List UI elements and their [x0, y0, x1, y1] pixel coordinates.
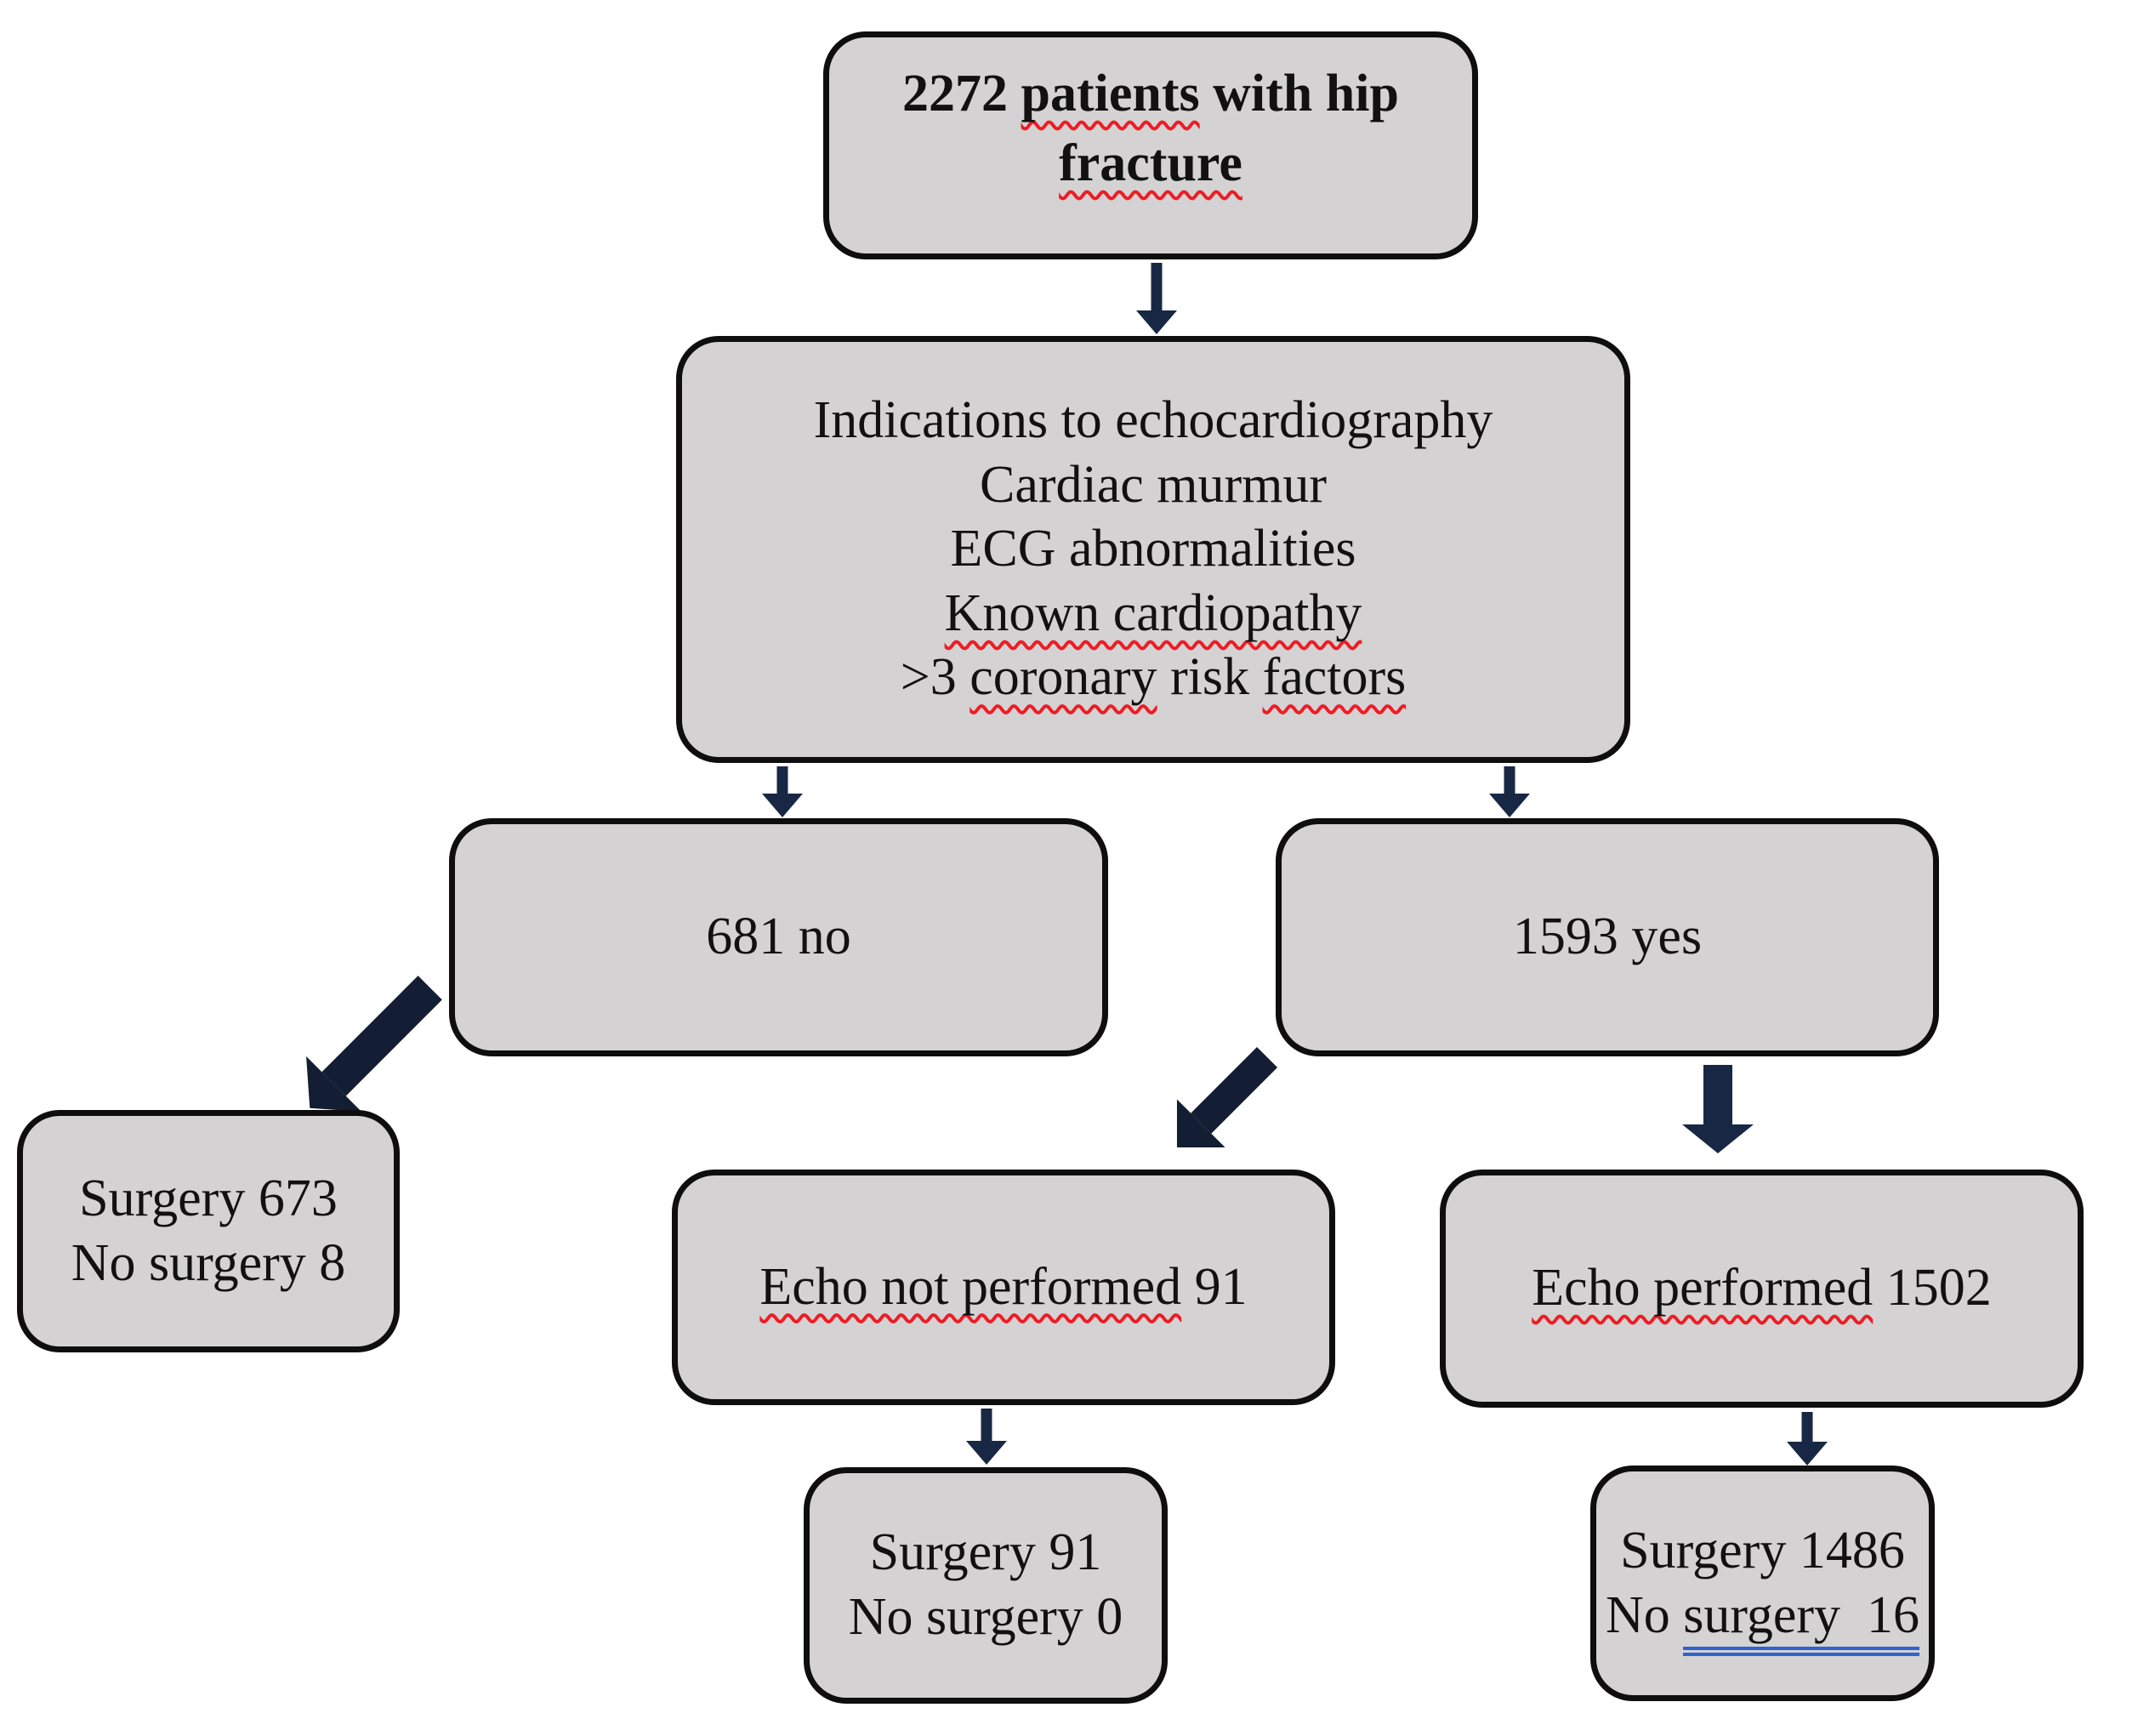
arrow-head — [1682, 1124, 1754, 1153]
yes-branch-box: 1593 yes — [1276, 818, 1939, 1056]
arrow-yes-to-echo-not-performed-icon — [1152, 1033, 1292, 1172]
patients-word: patients — [1021, 65, 1200, 122]
arrow-head — [966, 1441, 1007, 1465]
arrow-shaft — [1504, 766, 1515, 795]
arrow-head — [1787, 1442, 1828, 1466]
arrow-shaft — [981, 1409, 992, 1443]
indications-box: Indications to echocardiography Cardiac … — [676, 336, 1630, 763]
indications-line-5: >3 coronary risk factors — [901, 646, 1407, 710]
arrow-head — [1136, 310, 1177, 334]
arrow-shaft — [321, 976, 442, 1096]
arrow-echo-performed-to-surgery-icon — [1787, 1412, 1828, 1466]
echo-performed-line: Echo performed 1502 — [1532, 1256, 1992, 1321]
arrow-head — [762, 794, 803, 817]
coronary-word: coronary — [969, 648, 1157, 707]
arrow-shaft — [1703, 1065, 1732, 1124]
arrow-indications-to-yes-icon — [1489, 766, 1530, 817]
risk-prefix: >3 — [900, 648, 970, 707]
no-surgery-16-line: No surgery 16 — [1605, 1584, 1920, 1656]
echo-performed-box: Echo performed 1502 — [1440, 1170, 2084, 1408]
indications-line-3: ECG abnormalities — [950, 520, 1356, 578]
arrow-shaft — [1191, 1046, 1278, 1134]
patients-rest: with hip — [1199, 65, 1399, 122]
yes-branch-label: 1593 yes — [1512, 908, 1703, 966]
risk-word: risk — [1157, 648, 1263, 707]
arrow-shaft — [1151, 263, 1163, 310]
no-branch-box: 681 no — [449, 818, 1108, 1056]
echo-performed-count: 1502 — [1873, 1259, 1992, 1318]
surgery-1486-line: Surgery 1486 — [1620, 1521, 1905, 1579]
echo-performed-outcome-box: Surgery 1486 No surgery 16 — [1590, 1466, 1935, 1701]
no-branch-outcome-box: Surgery 673 No surgery 8 — [17, 1110, 400, 1352]
indications-line-4: Known cardiopathy — [944, 583, 1362, 642]
surgery-673-line: Surgery 673 — [79, 1169, 338, 1227]
patients-line-2: fracture — [1059, 129, 1242, 199]
surgery-91-line: Surgery 91 — [869, 1523, 1102, 1582]
arrow-patients-to-indications-icon — [1136, 263, 1177, 334]
no-word: No — [1605, 1585, 1684, 1644]
echo-not-performed-text: Echo not performed — [759, 1257, 1182, 1316]
arrow-shaft — [1801, 1412, 1813, 1443]
patients-box: 2272 patients with hip fracture — [823, 31, 1478, 259]
no-branch-label: 681 no — [706, 908, 851, 966]
factors-word: factors — [1262, 648, 1407, 707]
surgery-16-underlined: surgery 16 — [1683, 1585, 1920, 1656]
echo-not-performed-box: Echo not performed 91 — [672, 1170, 1335, 1405]
echo-not-performed-count: 91 — [1181, 1257, 1248, 1316]
patients-count: 2272 — [902, 65, 1021, 122]
arrow-head — [1489, 794, 1530, 817]
no-surgery-8-line: No surgery 8 — [71, 1233, 346, 1292]
echo-performed-text: Echo performed — [1532, 1259, 1874, 1318]
echo-not-performed-line: Echo not performed 91 — [759, 1255, 1247, 1320]
indications-line-2: Cardiac murmur — [979, 455, 1328, 514]
no-surgery-0-line: No surgery 0 — [848, 1588, 1123, 1646]
arrow-shaft — [776, 766, 788, 795]
indications-line-1: Indications to echocardiography — [813, 390, 1493, 449]
echo-not-performed-outcome-box: Surgery 91 No surgery 0 — [804, 1467, 1168, 1704]
fracture-word: fracture — [1059, 134, 1242, 192]
arrow-indications-to-no-icon — [762, 766, 803, 817]
arrow-yes-to-echo-performed-icon — [1682, 1065, 1754, 1153]
arrow-echo-not-performed-to-surgery-icon — [966, 1409, 1007, 1465]
patients-line-1: 2272 patients with hip — [902, 60, 1399, 129]
